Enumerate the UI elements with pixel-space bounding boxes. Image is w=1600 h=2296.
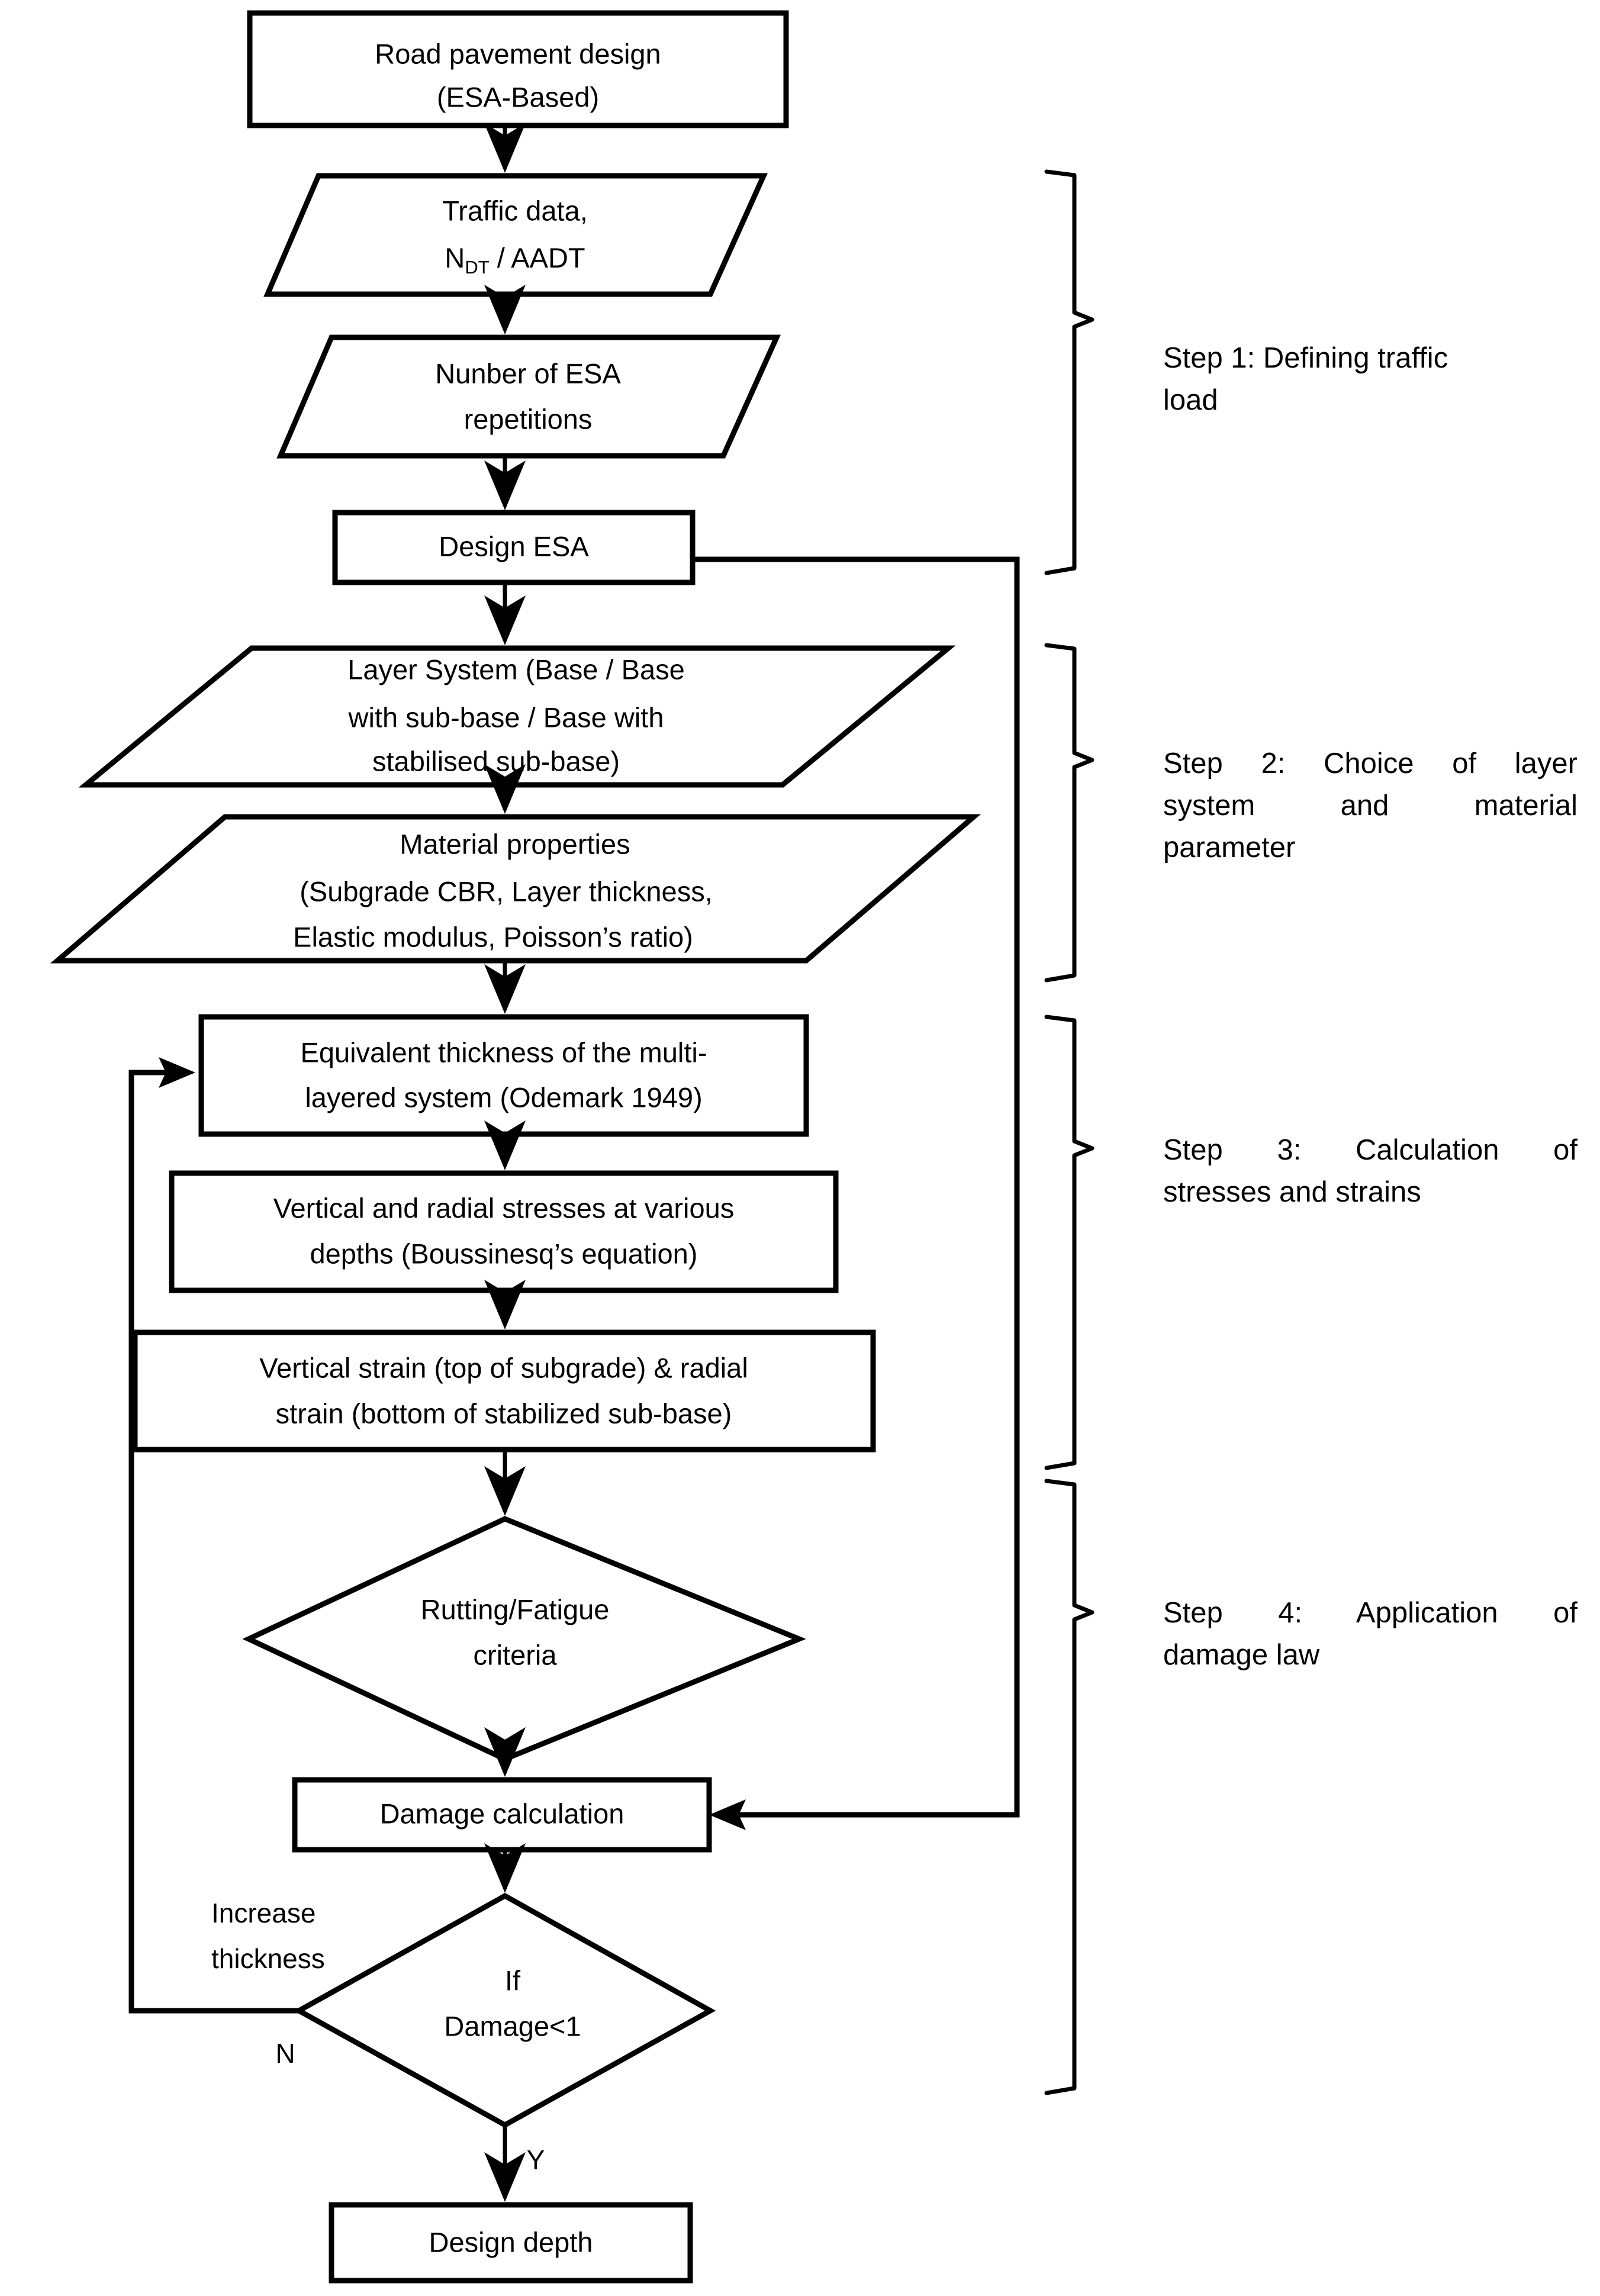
node-esa-repetitions: Nunber of ESA repetitions — [276, 334, 781, 459]
edge-label-increase-thickness-line2: thickness — [211, 1943, 325, 1974]
brace-step-1 — [1044, 169, 1094, 575]
node-damage-check: If Damage<1 — [293, 1892, 716, 2128]
node-material-properties-line2: (Subgrade CBR, Layer thickness, — [300, 875, 713, 907]
node-start-line1: Road pavement design — [375, 38, 661, 69]
edge-increase-thickness-feedback — [128, 1070, 299, 2014]
node-damage-check-line1: If — [505, 1965, 521, 1996]
step-4-label: Step 4: Application of damage law — [1163, 1592, 1578, 1676]
node-layer-system-line1: Layer System (Base / Base — [347, 653, 684, 685]
node-material-properties-line1: Material properties — [400, 828, 630, 859]
node-start: Road pavement design (ESA-Based) — [247, 10, 789, 128]
brace-step-2 — [1044, 643, 1094, 983]
node-strains-line2: strain (bottom of stabilized sub-base) — [276, 1397, 732, 1429]
step-3-line2: stresses and strains — [1163, 1176, 1421, 1209]
node-damage-calculation: Damage calculation — [292, 1777, 712, 1853]
node-strains-line1: Vertical strain (top of subgrade) & radi… — [259, 1352, 748, 1383]
node-traffic-data-line1: Traffic data, — [442, 195, 588, 226]
node-equivalent-thickness: Equivalent thickness of the multi- layer… — [198, 1014, 809, 1137]
node-damage-calculation-line1: Damage calculation — [380, 1798, 624, 1829]
node-start-line2: (ESA-Based) — [437, 81, 599, 112]
node-stresses-line1: Vertical and radial stresses at various — [273, 1192, 734, 1223]
edge-increase-thickness-arrowhead — [159, 1057, 195, 1088]
step-3-line1: Step 3: Calculation of — [1163, 1134, 1578, 1166]
node-strains: Vertical strain (top of subgrade) & radi… — [132, 1329, 876, 1453]
connectors: N Y Increase thickness — [128, 123, 1020, 2202]
step-1-line1: Step 1: Defining traffic — [1163, 342, 1448, 374]
node-material-properties-line3: Elastic modulus, Poisson’s ratio) — [293, 921, 693, 952]
node-design-esa: Design ESA — [332, 510, 696, 585]
node-stresses: Vertical and radial stresses at various … — [169, 1170, 839, 1293]
node-criteria-line2: criteria — [473, 1639, 557, 1670]
node-material-properties: Material properties (Subgrade CBR, Layer… — [50, 814, 981, 964]
step-braces — [1044, 169, 1094, 2095]
step-2-line3: parameter — [1163, 832, 1296, 864]
edge-design-esa-to-damage-bypass — [693, 556, 1020, 1818]
node-damage-check-line2: Damage<1 — [444, 2010, 581, 2041]
step-2-line1: Step 2: Choice of layer — [1163, 748, 1578, 780]
node-design-esa-line1: Design ESA — [439, 530, 589, 562]
node-traffic-data-line2: NDT / AADT — [445, 242, 585, 278]
node-equivalent-thickness-line2: layered system (Odemark 1949) — [305, 1081, 702, 1113]
node-stresses-line2: depths (Boussinesq’s equation) — [310, 1238, 698, 1269]
node-esa-repetitions-line1: Nunber of ESA — [435, 358, 621, 389]
step-2-label: Step 2: Choice of layer system and mater… — [1163, 743, 1578, 869]
node-traffic-data: Traffic data, NDT / AADT — [263, 173, 768, 297]
step-1-line2: load — [1163, 384, 1218, 417]
node-layer-system-line3: stabilised sub-base) — [372, 745, 620, 777]
node-criteria-line1: Rutting/Fatigue — [421, 1593, 610, 1625]
step-3-label: Step 3: Calculation of stresses and stra… — [1163, 1129, 1578, 1213]
node-layer-system: Layer System (Base / Base with sub-base … — [78, 645, 956, 788]
node-criteria: Rutting/Fatigue criteria — [242, 1516, 806, 1762]
brace-step-3 — [1044, 1015, 1094, 1470]
step-4-line2: damage law — [1163, 1639, 1320, 1672]
node-equivalent-thickness-line1: Equivalent thickness of the multi- — [300, 1036, 707, 1068]
node-design-depth-line1: Design depth — [429, 2226, 593, 2258]
step-1-label: Step 1: Defining traffic load — [1163, 337, 1578, 421]
step-2-line2: system and material — [1163, 790, 1578, 822]
edge-label-no: N — [275, 2038, 295, 2069]
node-design-depth: Design depth — [329, 2202, 693, 2284]
edge-label-increase-thickness-line1: Increase — [211, 1898, 316, 1928]
brace-step-4 — [1044, 1479, 1094, 2095]
edge-label-yes: Y — [527, 2144, 545, 2175]
node-esa-repetitions-line2: repetitions — [464, 403, 593, 434]
edge-design-esa-to-damage-arrowhead — [709, 1799, 746, 1830]
step-4-line1: Step 4: Application of — [1163, 1597, 1578, 1629]
node-layer-system-line2: with sub-base / Base with — [348, 701, 664, 733]
